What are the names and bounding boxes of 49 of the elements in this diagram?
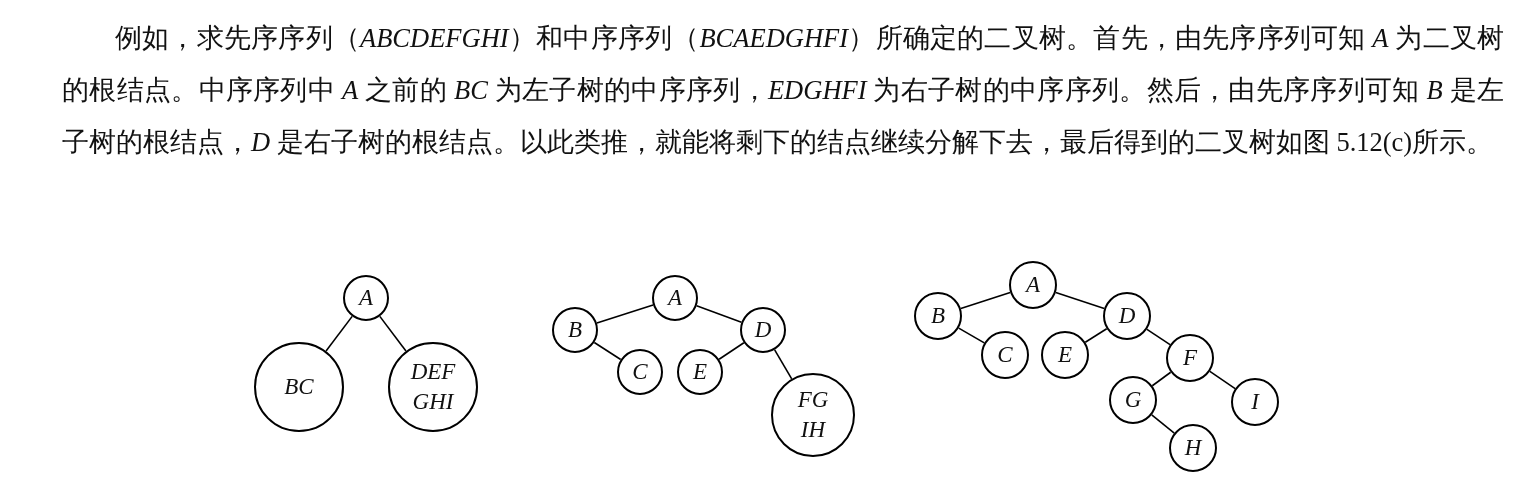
node-label: B [567,316,583,344]
node-label: C [997,341,1013,369]
tree-node-circle [1166,334,1214,382]
node-label: H [1184,434,1202,462]
tree-node-circle [1169,424,1217,472]
node-label: F [1182,344,1198,372]
node-label: E [1057,341,1073,369]
tree-node-circle [552,307,598,353]
node-label: B [930,302,946,330]
paragraph: 例如，求先序序列（ABCDEFGHI）和中序序列（BCAEDGHFI）所确定的二叉树。首先，由先序序列可知 A 为二叉树的根结点。中序序列中 A 之前的 BC 为左子树的中序序列，EDGHFI 为右子树的中序序列。然后，由先序序列可知 B 是左子树的根结点，D 是右子树的根结点。以此类推，就能将剩下的结点继续分解下去，最后得到的二叉树如图 5.12(c)所示。 [62,22,1504,159]
tree-edge [593,341,622,361]
tree-node-circle [343,275,389,321]
node-label: G [1124,386,1142,414]
node-label: BC [284,373,314,401]
tree-edge [325,315,353,352]
tree-edge [379,315,407,352]
tree-edge [773,349,793,380]
node-label: A [1025,271,1041,299]
tree-node-circle [652,275,698,321]
tree-edge [957,327,986,344]
tree-node-circle [914,292,962,340]
tree-edge [960,291,1011,310]
tree-edge [1084,327,1108,344]
node-label: DEF GHI [409,358,457,416]
node-label: FG IH [796,386,830,444]
tree-edge [718,341,745,361]
tree-node-circle [1041,331,1089,379]
node-label: A [358,284,374,312]
node-label: I [1251,388,1259,416]
tree-node-circle [981,331,1029,379]
tree-node-circle [1109,376,1157,424]
tree-edge [1055,291,1105,310]
tree-edge [596,304,654,324]
tree-node-circle [740,307,786,353]
node-label: A [667,284,683,312]
tree-edge [1151,371,1172,387]
tree-node-circle [617,349,663,395]
tree-node-circle [1103,292,1151,340]
tree-edge [1150,414,1176,434]
tree-node-circle [1009,261,1057,309]
node-label: D [754,316,772,344]
tree-edge [695,305,743,323]
node-label: C [632,358,648,386]
node-label: D [1118,302,1136,330]
tree-node-circle [677,349,723,395]
tree-edge [1209,370,1236,390]
node-label: E [692,358,708,386]
tree-node-circle [1231,378,1279,426]
tree-edge [1146,328,1171,346]
